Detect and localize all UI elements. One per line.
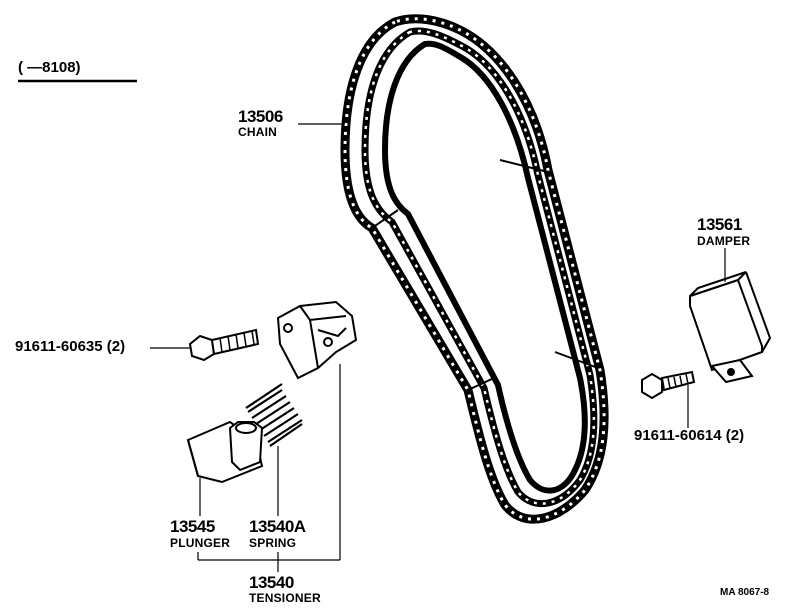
damper-part-number: 13561 — [697, 215, 742, 234]
bolt-right-part — [641, 370, 696, 400]
timing-chain — [340, 14, 609, 524]
plunger-part — [186, 420, 264, 484]
chain-part-name: CHAIN — [238, 125, 277, 139]
tensioner-part-number: 13540 — [249, 573, 294, 592]
tensioner-body-part — [276, 300, 358, 380]
bolt-left-part — [188, 328, 260, 362]
plunger-part-number: 13545 — [170, 517, 215, 536]
spring-part-number: 13540A — [249, 517, 306, 536]
bolt-left-part-number: 91611-60635 (2) — [15, 338, 126, 355]
plunger-part-name: PLUNGER — [170, 536, 231, 550]
tensioner-part-name: TENSIONER — [249, 591, 321, 605]
date-range-label: ( —8108) — [18, 59, 81, 76]
bolt-right-part-number: 91611-60614 (2) — [634, 427, 745, 444]
damper-part-name: DAMPER — [697, 234, 751, 248]
bottom-leaders — [197, 364, 341, 572]
spring-part — [245, 383, 303, 447]
spring-part-name: SPRING — [249, 536, 297, 550]
chain-part-number: 13506 — [238, 107, 283, 126]
diagram-reference-code: MA 8067-8 — [720, 587, 770, 598]
damper-part — [689, 271, 772, 384]
